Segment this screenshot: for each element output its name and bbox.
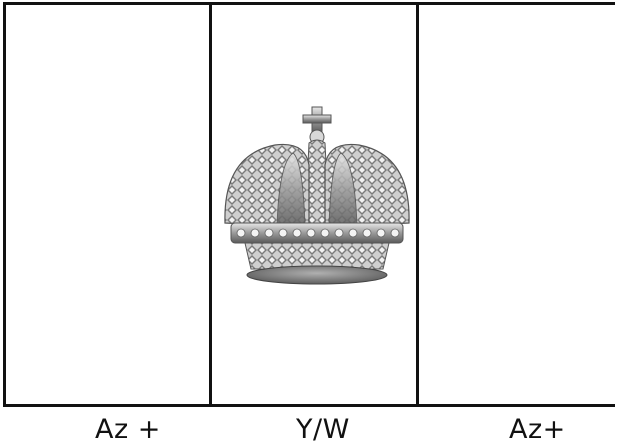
label-left-panel: Az + xyxy=(95,416,161,443)
crown-icon xyxy=(217,105,417,287)
tricolor-frame xyxy=(3,2,615,407)
panel-left xyxy=(6,5,212,404)
label-right-panel: Az+ xyxy=(509,416,566,443)
label-middle-panel: Y/W xyxy=(296,416,350,443)
panel-middle xyxy=(212,5,419,404)
panel-right xyxy=(419,5,615,404)
